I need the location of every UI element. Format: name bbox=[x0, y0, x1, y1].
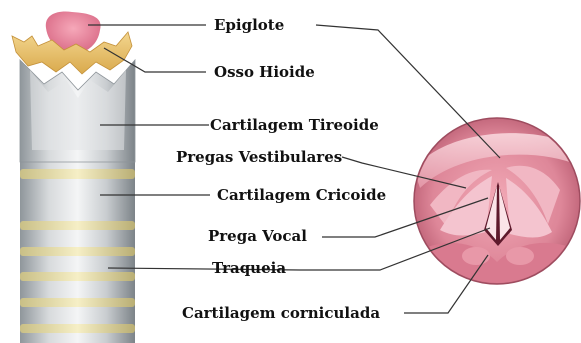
label-pregas-vestibulares: Pregas Vestibulares bbox=[176, 148, 342, 166]
glottis-view bbox=[414, 118, 581, 300]
label-epiglote: Epiglote bbox=[214, 16, 284, 34]
label-prega-vocal: Prega Vocal bbox=[208, 227, 307, 245]
label-cartilagem-corniculada: Cartilagem corniculada bbox=[182, 304, 380, 322]
label-cartilagem-cricoide: Cartilagem Cricoide bbox=[217, 186, 386, 204]
cricoid-cartilage-shape bbox=[20, 182, 135, 218]
larynx-side-view bbox=[12, 12, 135, 343]
label-osso-hioide: Osso Hioide bbox=[214, 63, 315, 81]
label-traqueia: Traqueia bbox=[212, 259, 286, 277]
label-cartilagem-tireoide: Cartilagem Tireoide bbox=[210, 116, 379, 134]
